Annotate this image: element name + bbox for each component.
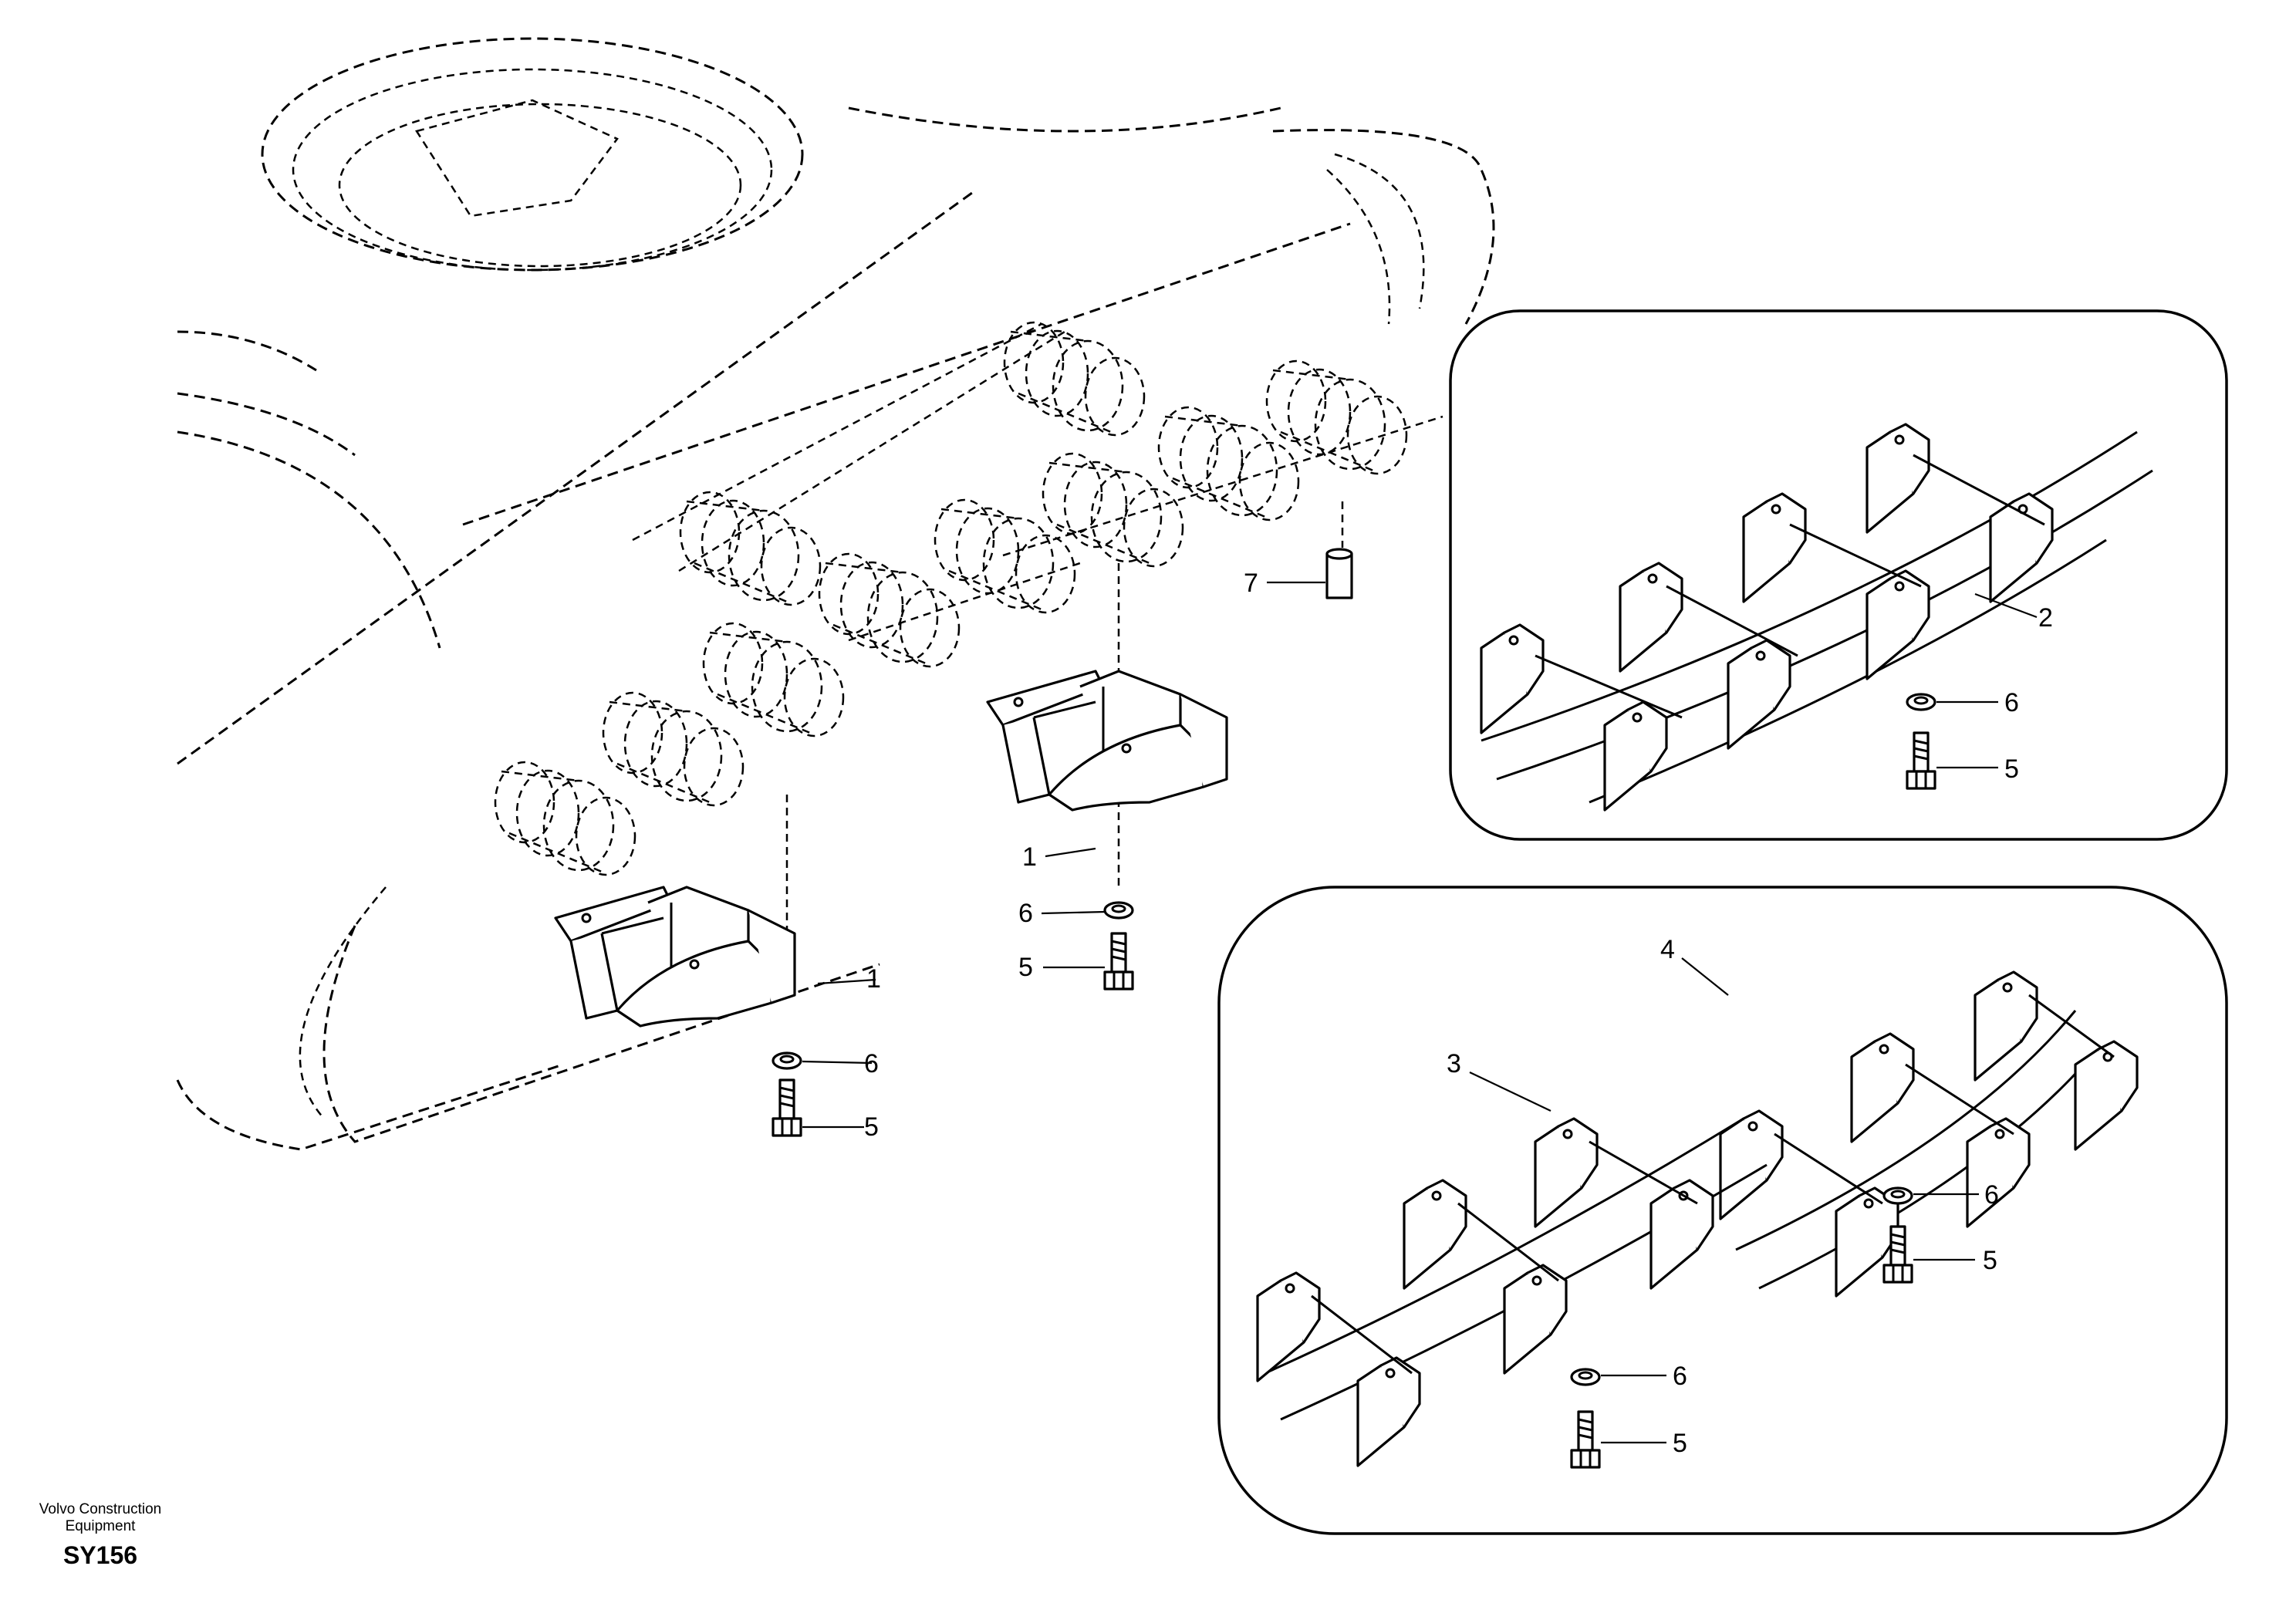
callout-4: 4: [1660, 935, 1675, 964]
callout-1-left: 1: [866, 964, 881, 994]
callout-6-middle: 6: [1018, 899, 1033, 928]
callout-5-panel3: 5: [1673, 1429, 1687, 1458]
roller-guard-left: [554, 886, 796, 1028]
company-name-line1: Volvo Construction: [39, 1501, 162, 1517]
callout-6-left: 6: [864, 1049, 879, 1078]
leader-lines: [802, 581, 2038, 1444]
callout-5-panel4: 5: [1983, 1246, 1997, 1275]
detail-panel-2: [1449, 309, 2228, 841]
callout-6-panel4: 6: [1984, 1180, 1999, 1210]
washer-middle: [1103, 901, 1134, 920]
callout-5-panel2: 5: [2004, 754, 2019, 784]
detail-panel-3-4: [1217, 886, 2228, 1535]
pin-7: [1325, 548, 1353, 599]
callout-6-panel2: 6: [2004, 688, 2019, 717]
washer-left: [772, 1051, 802, 1070]
drawing-code: SY156: [62, 1541, 138, 1569]
callout-2: 2: [2038, 603, 2053, 633]
callout-7: 7: [1244, 569, 1258, 598]
bolt-middle: [1103, 932, 1134, 991]
callout-5-left: 5: [864, 1112, 879, 1142]
track-rollers: [494, 321, 1408, 876]
company-name-line2: Equipment: [65, 1518, 136, 1534]
callout-labels: 1 6 5 1 6 5 7 2 6 5 4 3 6 5 6 5: [864, 569, 2053, 1458]
bolt-left: [772, 1078, 802, 1137]
undercarriage-outline: [176, 37, 1495, 1151]
callout-3: 3: [1447, 1049, 1461, 1078]
footer: Volvo Construction Equipment SY156: [23, 1501, 177, 1570]
roller-guard-middle: [986, 670, 1228, 812]
callout-1-middle: 1: [1022, 842, 1037, 872]
callout-5-middle: 5: [1018, 953, 1033, 982]
callout-6-panel3: 6: [1673, 1362, 1687, 1391]
